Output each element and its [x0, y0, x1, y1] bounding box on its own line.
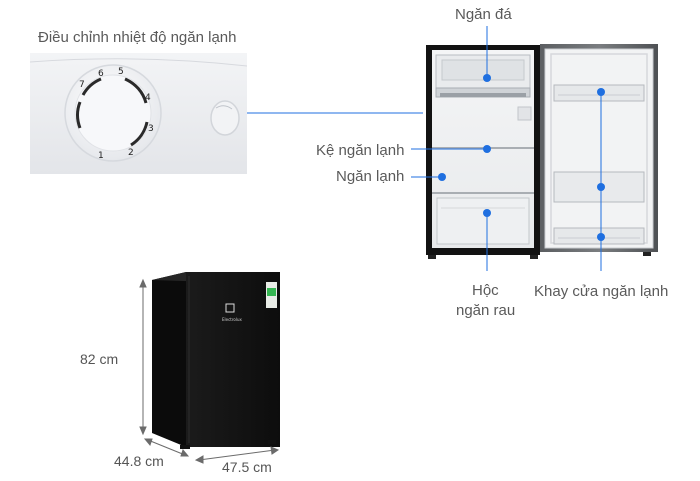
dial-numbers: 7 6 5 4 3 2 1: [79, 67, 154, 161]
dial-number-3: 3: [148, 124, 154, 134]
dimension-arrows: [139, 278, 280, 464]
brand-logo: Electrolux: [222, 303, 243, 322]
thermostat-dial-photo: 7 6 5 4 3 2 1: [29, 53, 248, 174]
dial-number-1: 1: [98, 151, 104, 161]
dial-number-5: 5: [118, 67, 124, 77]
callout-dot-door-tray-bottom: [597, 233, 605, 241]
dial-scale: [76, 77, 149, 147]
crisper-label-line1: Hộc: [472, 282, 499, 299]
callout-dots: [438, 74, 605, 241]
freezer-label: Ngăn đá: [455, 6, 512, 23]
callout-dot-shelf: [483, 145, 491, 153]
svg-text:Electrolux: Electrolux: [222, 317, 243, 322]
fridge-compartment-label: Ngăn lạnh: [336, 168, 405, 185]
thermostat-label: Điều chỉnh nhiệt độ ngăn lạnh: [38, 29, 237, 46]
open-fridge-photo: [426, 44, 658, 259]
callout-dot-fridge: [438, 173, 446, 181]
dial-number-6: 6: [98, 69, 104, 79]
callout-dot-freezer: [483, 74, 491, 82]
depth-dimension: 44.8 cm: [114, 453, 164, 469]
callout-dot-door-tray-mid: [597, 183, 605, 191]
dial-number-7: 7: [79, 80, 85, 90]
dial-number-4: 4: [145, 93, 151, 103]
callout-lines: [411, 26, 602, 271]
callout-dot-crisper: [483, 209, 491, 217]
callout-dot-door-tray-top: [597, 88, 605, 96]
crisper-label-line2: ngăn rau: [456, 302, 516, 319]
closed-fridge-photo: Electrolux: [152, 272, 280, 449]
dial-number-2: 2: [128, 148, 134, 158]
shelf-label: Kệ ngăn lạnh: [316, 142, 405, 159]
width-dimension: 47.5 cm: [222, 459, 272, 475]
height-dimension: 82 cm: [80, 351, 119, 367]
door-tray-label: Khay cửa ngăn lạnh: [534, 283, 669, 300]
